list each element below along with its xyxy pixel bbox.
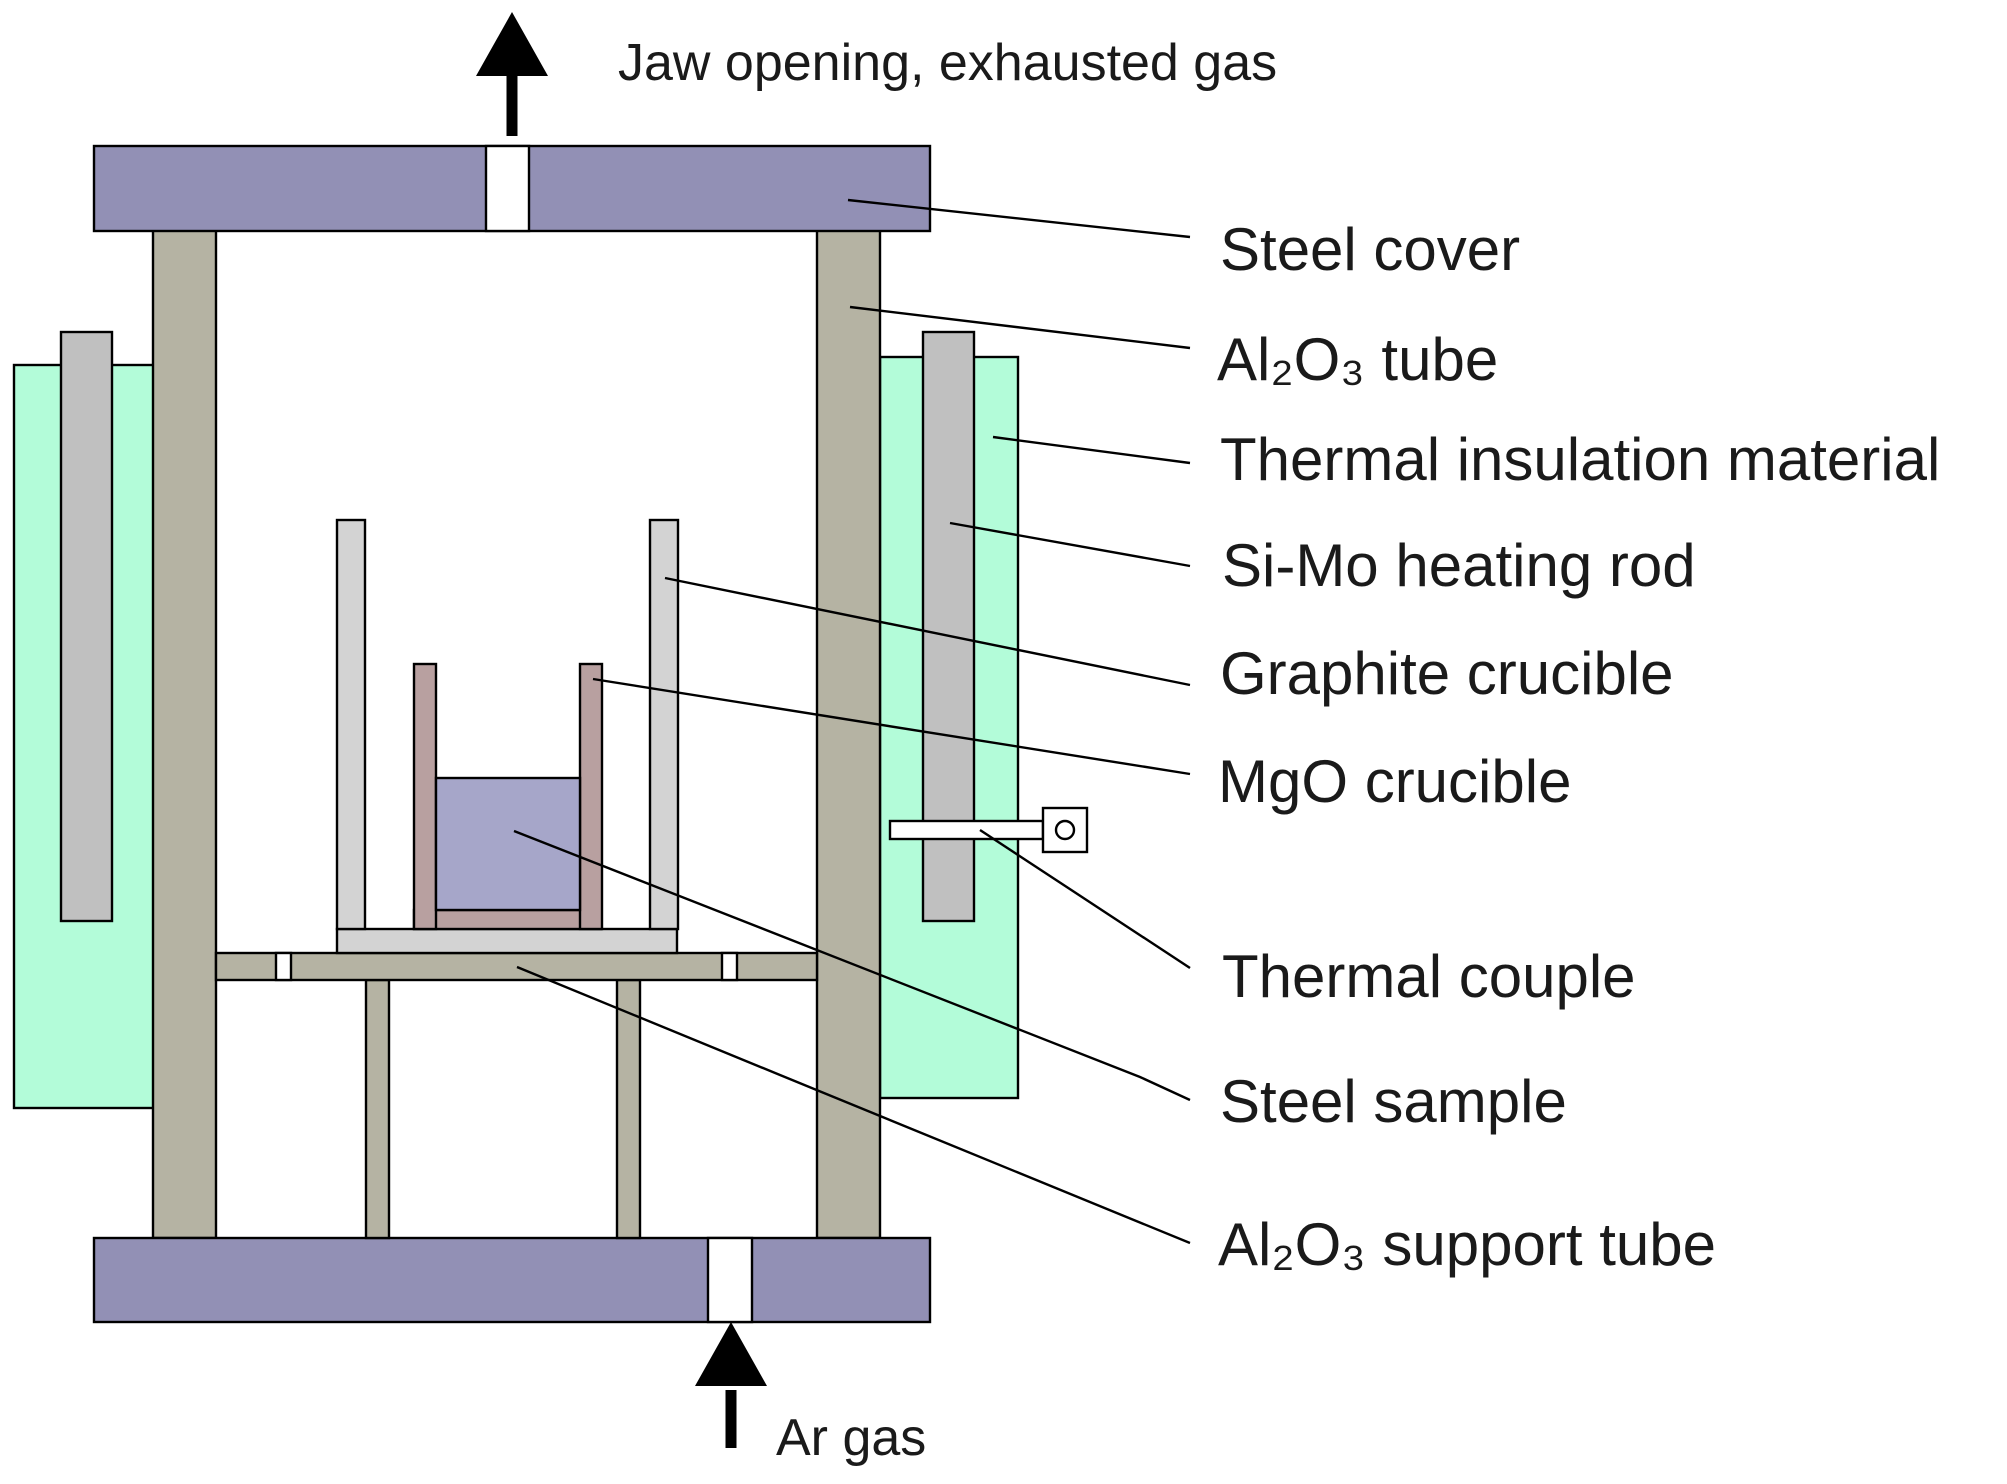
thermal-couple-ring-icon bbox=[1054, 819, 1076, 841]
platform-hole-right bbox=[720, 951, 739, 982]
label-mgo-crucible: MgO crucible bbox=[1218, 748, 1571, 815]
mgo-wall-left bbox=[412, 662, 438, 931]
leader-thermal-couple bbox=[979, 828, 1191, 970]
label-steel-sample: Steel sample bbox=[1220, 1068, 1567, 1135]
label-support-tube: Al₂O₃ support tube bbox=[1218, 1211, 1716, 1278]
leader-graphite bbox=[664, 576, 1191, 687]
support-leg-left bbox=[364, 978, 391, 1240]
label-thermal-insulation: Thermal insulation material bbox=[1220, 426, 1940, 493]
leader-support-tube bbox=[516, 965, 1191, 1245]
leader-al2o3-tube bbox=[849, 305, 1191, 350]
ar-gas-arrow-icon bbox=[695, 1322, 767, 1448]
label-al2o3-tube: Al₂O₃ tube bbox=[1217, 326, 1498, 393]
graphite-base bbox=[335, 927, 679, 955]
support-leg-right bbox=[615, 978, 642, 1240]
steel-cover-bottom bbox=[92, 1236, 932, 1324]
leader-mgo bbox=[592, 677, 1191, 776]
label-steel-cover: Steel cover bbox=[1220, 216, 1520, 283]
exhaust-arrow-icon bbox=[476, 12, 548, 136]
al2o3-tube-left bbox=[151, 228, 218, 1240]
label-thermal-couple: Thermal couple bbox=[1222, 943, 1636, 1010]
leader-steel-cover bbox=[847, 198, 1191, 239]
label-graphite-crucible: Graphite crucible bbox=[1220, 640, 1674, 707]
label-top-gas: Jaw opening, exhausted gas bbox=[618, 34, 1277, 92]
leader-insulation bbox=[992, 435, 1191, 465]
cover-bottom-opening bbox=[706, 1236, 754, 1324]
mgo-wall-right bbox=[578, 662, 604, 931]
mgo-base bbox=[412, 908, 603, 931]
leader-heating-rod bbox=[949, 521, 1191, 568]
label-heating-rod: Si-Mo heating rod bbox=[1222, 532, 1696, 599]
thermal-couple-rod bbox=[888, 819, 1045, 841]
al2o3-tube-right bbox=[815, 228, 882, 1240]
label-bottom-gas: Ar gas bbox=[776, 1409, 926, 1467]
steel-sample bbox=[434, 776, 582, 912]
heating-rod-left bbox=[59, 330, 114, 923]
graphite-wall-left bbox=[335, 518, 367, 931]
leader-steel-sample bbox=[513, 829, 1191, 1102]
platform-hole-left bbox=[274, 951, 293, 982]
graphite-wall-right bbox=[648, 518, 680, 931]
cover-top-opening bbox=[484, 144, 531, 233]
